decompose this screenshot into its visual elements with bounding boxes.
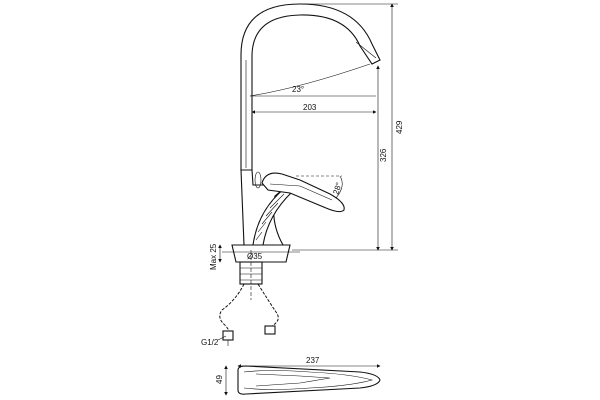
mounting-base	[222, 244, 300, 300]
dim-length: 237	[306, 356, 320, 365]
dim-spout-height: 326	[379, 148, 388, 162]
dim-hole-diameter: Ø35	[247, 252, 263, 261]
dim-spout-angle: 23°	[292, 85, 304, 94]
lever-handle	[254, 171, 345, 213]
flexible-hoses	[219, 283, 279, 346]
dim-total-height: 429	[395, 120, 404, 134]
top-view	[237, 365, 381, 395]
dim-lever-angle: 28°	[331, 181, 343, 195]
dim-width: 49	[215, 375, 224, 384]
dim-thread: G1/2	[201, 338, 219, 347]
dimension-lines	[217, 3, 398, 396]
dim-max-thickness: Max 25	[209, 243, 218, 270]
spout	[240, 3, 381, 171]
dim-reach: 203	[303, 103, 317, 112]
